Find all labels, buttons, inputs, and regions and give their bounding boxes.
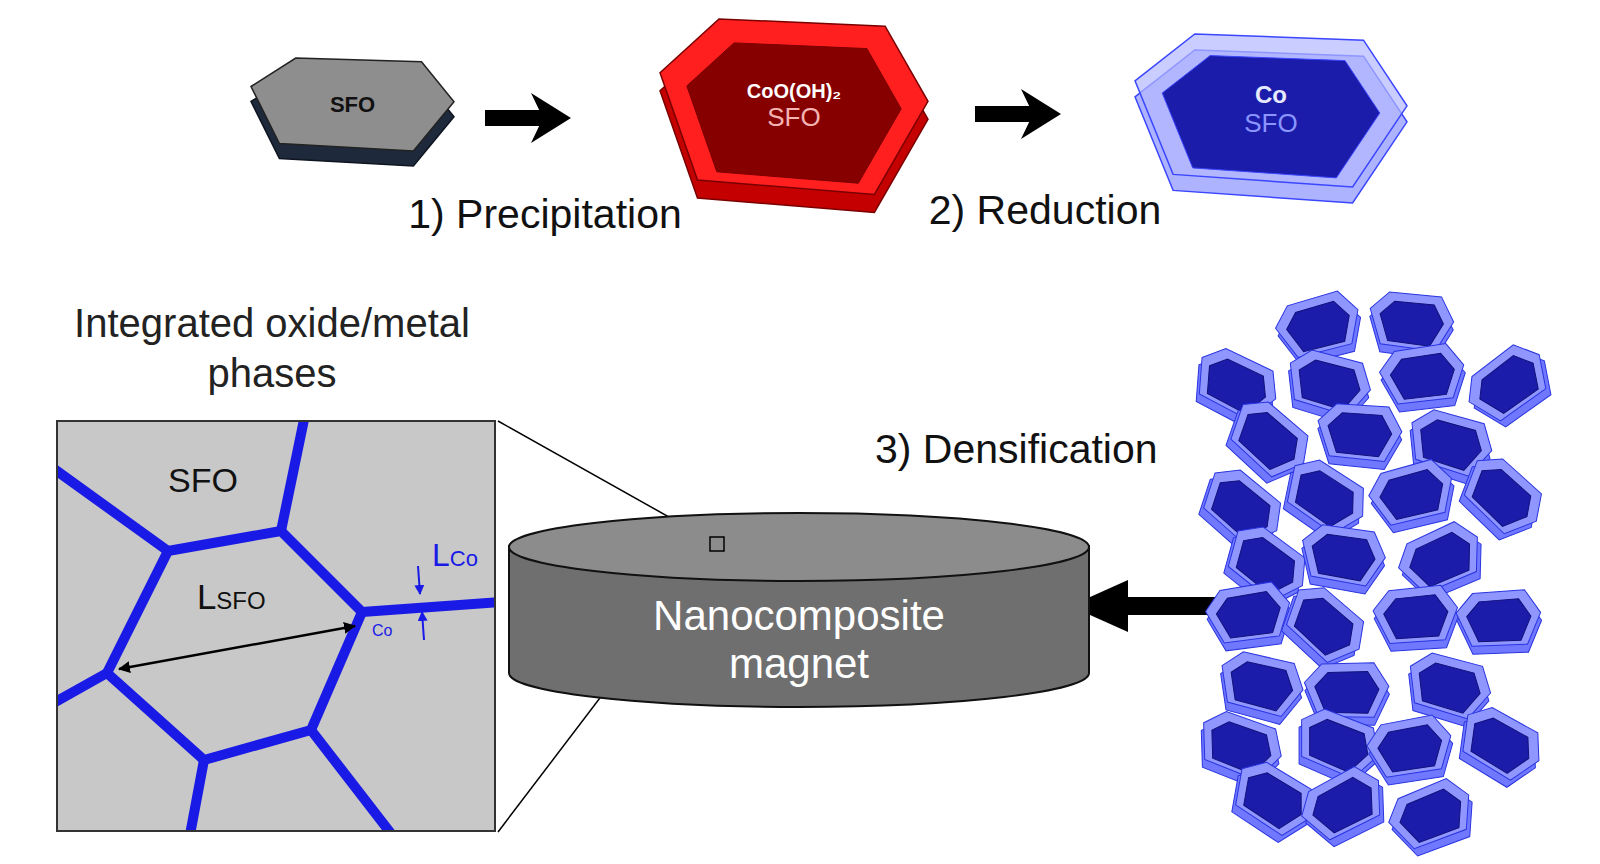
particle (1298, 523, 1388, 596)
particle (1293, 758, 1398, 857)
process-arrow (975, 106, 1035, 122)
core-face (687, 43, 901, 183)
particle (1454, 586, 1545, 660)
particle (1370, 581, 1463, 658)
process-arrow (485, 110, 545, 126)
shell-face (1135, 34, 1407, 187)
step-label: 1) Precipitation (408, 192, 681, 237)
magnet-cylinder: Nanocomposite magnet (508, 512, 1090, 708)
particle (1202, 577, 1298, 658)
grain-boundaries (58, 422, 494, 830)
node-label: SFO (767, 103, 820, 133)
zoom-heading: Integrated oxide/metal phases (12, 298, 532, 398)
plate-face (251, 58, 454, 151)
node-label: Nanocomposite magnet (619, 592, 979, 689)
particle-hexagon: SFO (250, 56, 455, 169)
particle-hexagon: CoSFO (1133, 30, 1409, 210)
node-label: SFO (1244, 109, 1297, 139)
zoom-box: Integrated oxide/metal phases (56, 420, 496, 832)
particle-hexagon: CoO(OH)₂SFO (658, 15, 930, 220)
particle (1376, 339, 1471, 419)
shell-face (660, 19, 928, 194)
node-label: Co (1255, 81, 1287, 109)
particle (1381, 771, 1485, 864)
node-label: SFO (330, 92, 375, 117)
particle-cluster (1184, 285, 1564, 864)
dimension-arrow (119, 626, 355, 669)
densification-arrow (1070, 580, 1228, 632)
core-face (1162, 56, 1380, 178)
step-label: 2) Reduction (929, 188, 1161, 233)
step-label: 3) Densification (875, 427, 1158, 472)
cylinder-top (509, 513, 1089, 581)
particle (1317, 403, 1402, 470)
dimension-arrow (422, 612, 424, 640)
dimension-arrow (418, 566, 420, 594)
node-label: CoO(OH)₂ (747, 80, 841, 103)
zoom-marker (710, 537, 724, 551)
particle (1447, 699, 1551, 794)
